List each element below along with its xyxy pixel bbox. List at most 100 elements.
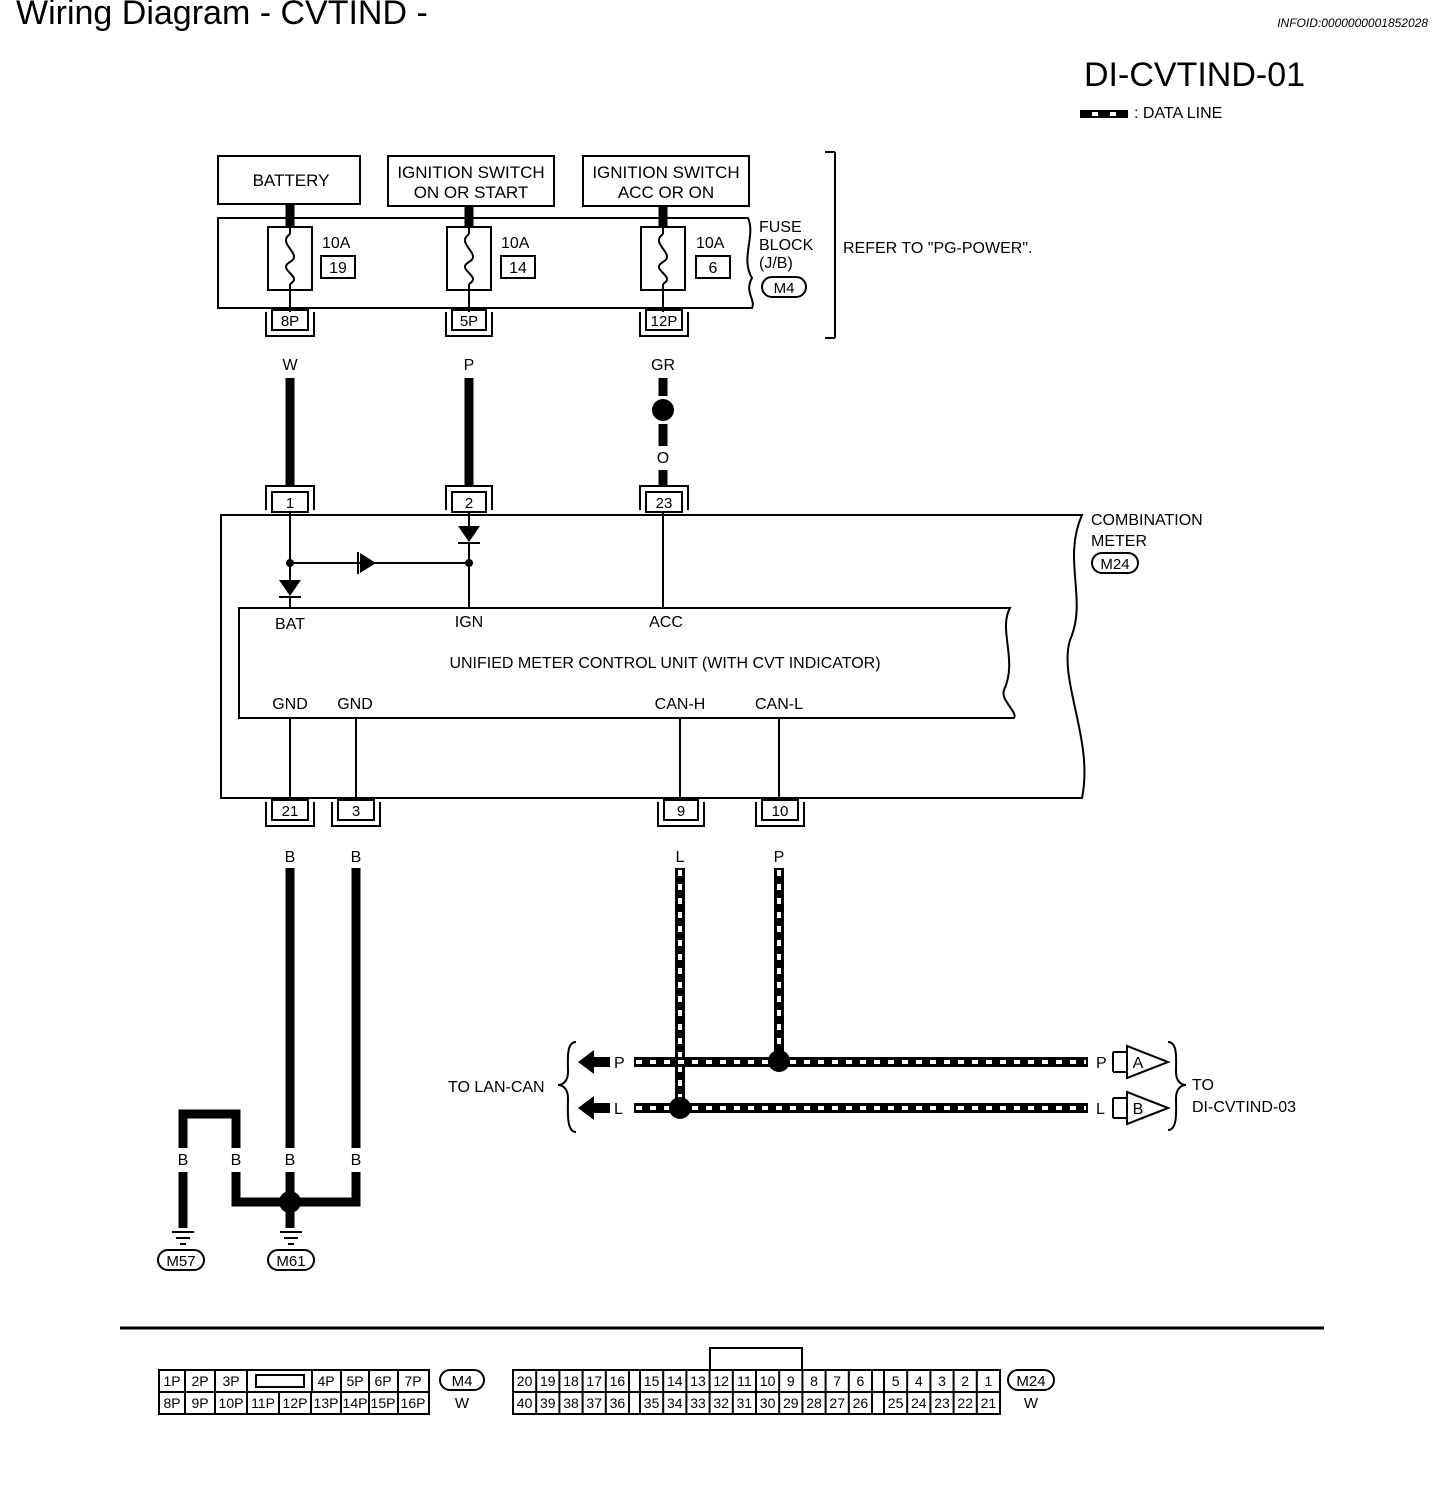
m24-pin-39: 39 <box>540 1395 556 1411</box>
fuse-conn-8p: 8P <box>281 313 299 330</box>
m24-pin-38: 38 <box>563 1395 579 1411</box>
data-line-legend-label: : DATA LINE <box>1134 105 1223 122</box>
unified-meter-control-unit <box>238 607 1016 719</box>
fuse-14 <box>446 226 492 291</box>
m4-pin-7p: 7P <box>404 1373 421 1389</box>
acc-switch-line2: ACC OR ON <box>618 183 714 202</box>
to-cvtind-line2: DI-CVTIND-03 <box>1192 1099 1296 1116</box>
m24-pin-17: 17 <box>586 1373 602 1389</box>
wire-color-gnd1: B <box>285 849 296 866</box>
wire-color-acc-bottom: O <box>657 450 669 467</box>
ground-m61 <box>267 1249 315 1271</box>
m24-pin-24: 24 <box>911 1395 927 1411</box>
connector-b-label: B <box>1133 1101 1144 1118</box>
term-gnd2: GND <box>337 696 373 713</box>
m24-pin-18: 18 <box>563 1373 579 1389</box>
fuse-block-line2: BLOCK <box>759 237 814 254</box>
m4-pin-6p: 6P <box>374 1373 391 1389</box>
term-canh: CAN-H <box>655 696 706 713</box>
to-cvtind-line1: TO <box>1192 1077 1214 1094</box>
ground-m57-label: M57 <box>166 1253 195 1270</box>
m24-pin-36: 36 <box>610 1395 626 1411</box>
m24-pin-1: 1 <box>985 1373 993 1389</box>
m24-pin-35: 35 <box>644 1395 660 1411</box>
m4-pin-12p: 12P <box>283 1395 308 1411</box>
fuse-19-amp: 10A <box>322 235 351 252</box>
data-line-legend-swatch <box>1080 110 1128 118</box>
m4-pin-4p: 4P <box>317 1373 334 1389</box>
ground-wire-color-4: B <box>351 1152 362 1169</box>
m24-pin-20: 20 <box>517 1373 533 1389</box>
wire-color-canl: P <box>774 849 785 866</box>
data-line-legend: : DATA LINE <box>1080 105 1222 123</box>
m24-pin-34: 34 <box>667 1395 683 1411</box>
info-id: INFOID:0000000001852028 <box>1277 16 1428 30</box>
connector-m4-face <box>158 1369 430 1415</box>
to-lan-can: TO LAN-CAN <box>448 1079 545 1096</box>
m4-pin-16p: 16P <box>401 1395 426 1411</box>
diagram-code: DI-CVTIND-01 <box>1084 56 1306 94</box>
unit-label: UNIFIED METER CONTROL UNIT (WITH CVT IND… <box>449 655 880 672</box>
can-l-left: L <box>614 1101 623 1118</box>
m4-pin-15p: 15P <box>371 1395 396 1411</box>
fuse-6 <box>640 226 686 291</box>
m4-pin-9p: 9P <box>191 1395 208 1411</box>
m24-pin-5: 5 <box>892 1373 900 1389</box>
ground-m57 <box>157 1249 205 1271</box>
m24-pin-40: 40 <box>517 1395 533 1411</box>
term-bat: BAT <box>275 616 305 633</box>
m24-pin-9: 9 <box>787 1373 795 1389</box>
can-p-left: P <box>614 1055 625 1072</box>
meter-name-line2: METER <box>1091 533 1147 550</box>
fuse-block <box>217 217 754 309</box>
fuse-14-amp: 10A <box>501 235 530 252</box>
term-acc: ACC <box>649 614 683 631</box>
wire-color-ign: P <box>464 357 475 374</box>
m24-connector-color: W <box>1024 1395 1039 1412</box>
m24-pin-27: 27 <box>829 1395 845 1411</box>
m4-pin-13p: 13P <box>314 1395 339 1411</box>
meter-pin-10: 10 <box>772 803 789 820</box>
refer-to-pg-power: REFER TO "PG-POWER". <box>843 240 1032 257</box>
m4-pin-3p: 3P <box>222 1373 239 1389</box>
can-p-right: P <box>1096 1055 1107 1072</box>
m24-pin-8: 8 <box>810 1373 818 1389</box>
fuse-conn-5p: 5P <box>460 313 478 330</box>
m24-pin-26: 26 <box>853 1395 869 1411</box>
meter-pin-2: 2 <box>465 495 473 512</box>
fuse-block-line3: (J/B) <box>759 255 793 272</box>
ign-switch-line1: IGNITION SWITCH <box>397 163 544 182</box>
fuse-19-num: 19 <box>329 260 347 277</box>
m4-pin-5p: 5P <box>346 1373 363 1389</box>
term-canl: CAN-L <box>755 696 803 713</box>
m24-pin-22: 22 <box>957 1395 973 1411</box>
wire-color-bat: W <box>282 357 298 374</box>
wire-color-acc-top: GR <box>651 357 675 374</box>
m24-pin-33: 33 <box>690 1395 706 1411</box>
term-ign: IGN <box>455 614 483 631</box>
m4-connector-name: M4 <box>452 1373 473 1390</box>
ground-wire-color-3: B <box>285 1152 296 1169</box>
connector-b <box>1126 1090 1171 1126</box>
m24-pin-37: 37 <box>586 1395 602 1411</box>
m4-pin-10p: 10P <box>219 1395 244 1411</box>
m24-pin-23: 23 <box>934 1395 950 1411</box>
m24-pin-14: 14 <box>667 1373 683 1389</box>
m24-pin-12: 12 <box>713 1373 729 1389</box>
acc-switch-line1: IGNITION SWITCH <box>592 163 739 182</box>
m24-pin-2: 2 <box>961 1373 969 1389</box>
wire-color-gnd2: B <box>351 849 362 866</box>
m24-pin-13: 13 <box>690 1373 706 1389</box>
m24-pin-16: 16 <box>610 1373 626 1389</box>
m24-pin-3: 3 <box>938 1373 946 1389</box>
can-l-right: L <box>1096 1101 1105 1118</box>
m4-pin-1p: 1P <box>163 1373 180 1389</box>
m24-pin-21: 21 <box>981 1395 997 1411</box>
m24-pin-11: 11 <box>737 1373 752 1389</box>
m4-connector-color: W <box>455 1395 470 1412</box>
term-gnd1: GND <box>272 696 308 713</box>
page-title: Wiring Diagram - CVTIND - <box>16 0 428 32</box>
combination-meter <box>220 514 1086 799</box>
